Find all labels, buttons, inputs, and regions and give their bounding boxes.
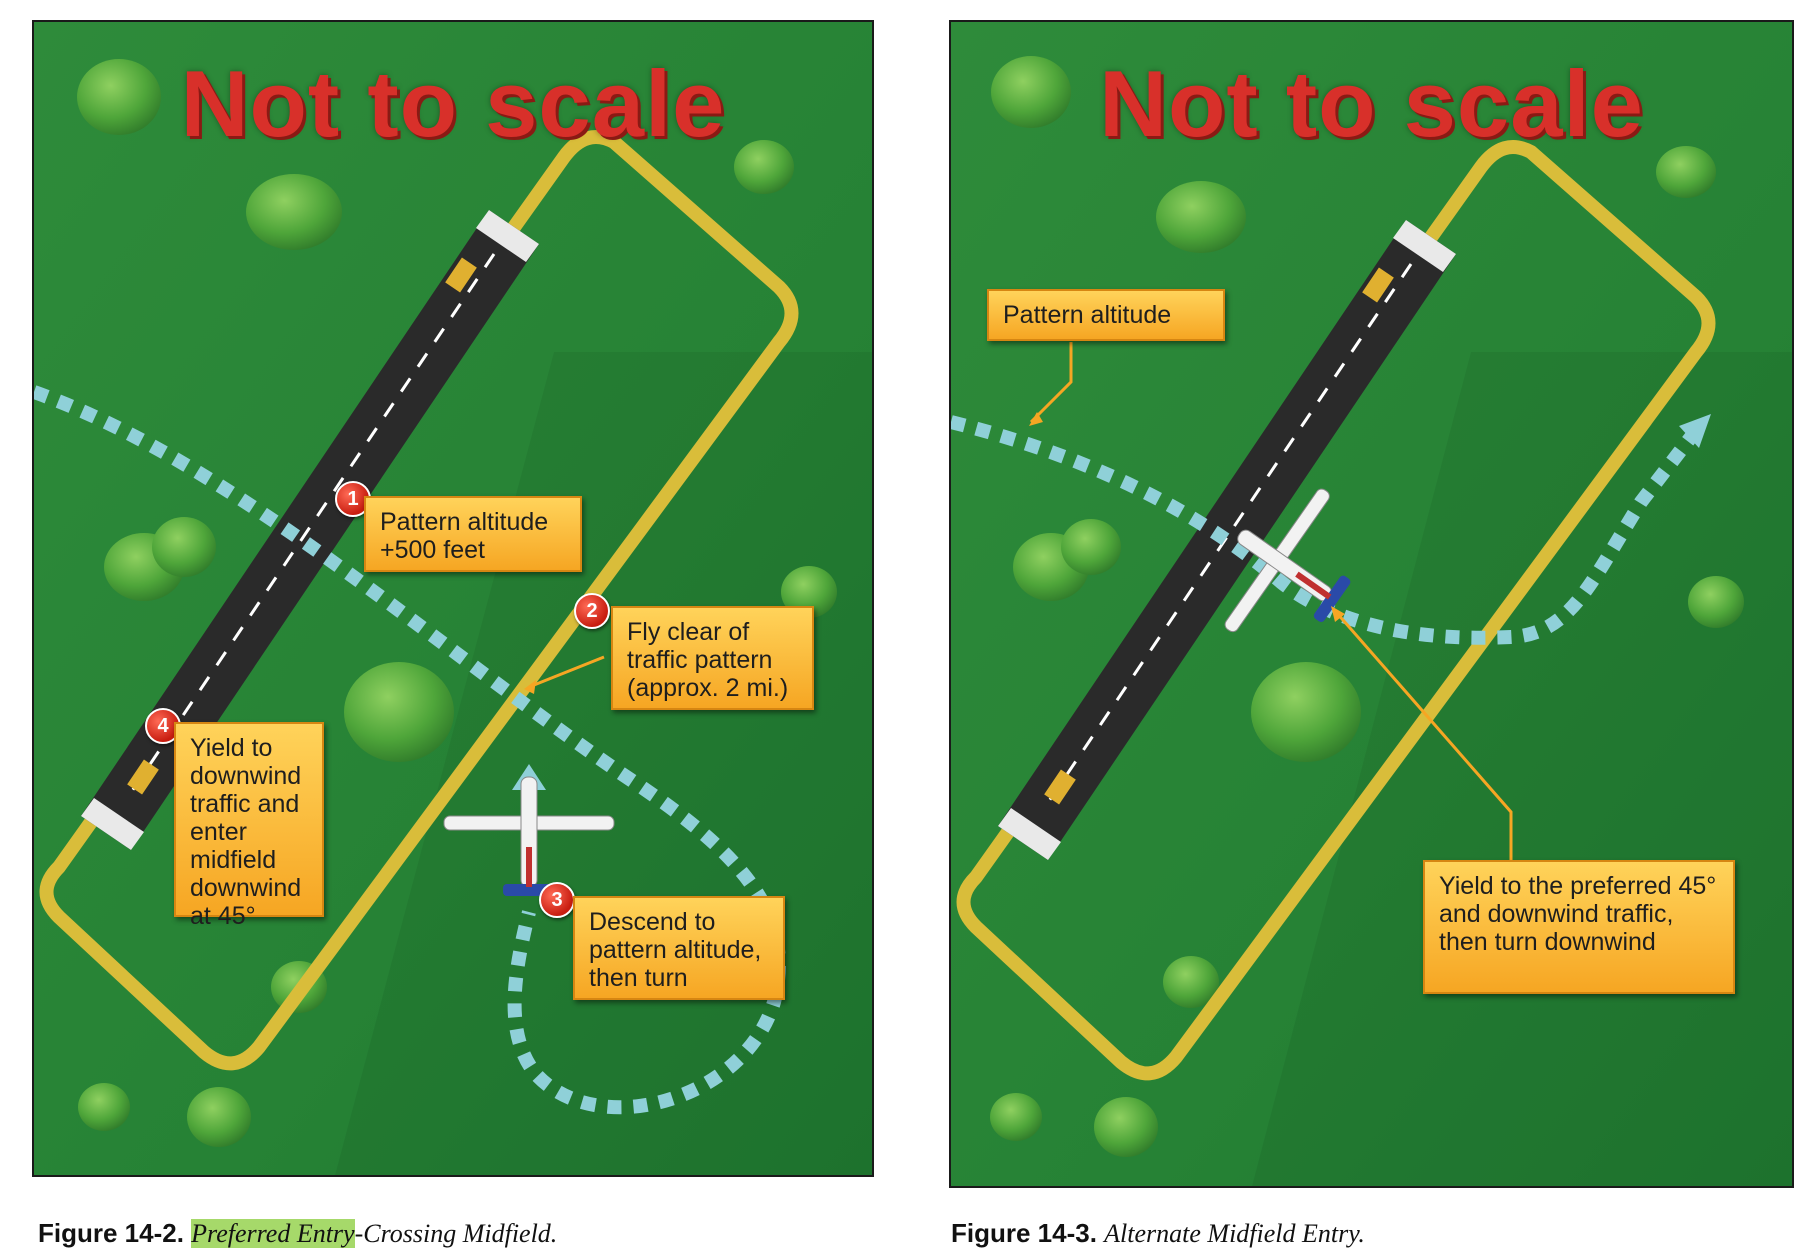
tree-icon xyxy=(990,56,1744,1157)
callout-pattern-altitude: Pattern altitude xyxy=(987,289,1225,341)
tree-icon xyxy=(77,59,837,1147)
leader-line xyxy=(528,655,605,689)
runway-icon xyxy=(998,220,1456,860)
diagram-alternate-entry: Not to scale Pattern altitude Yield to t… xyxy=(949,20,1794,1188)
not-to-scale-title: Not to scale xyxy=(180,51,726,156)
flight-path xyxy=(34,385,786,1115)
figure-number: Figure 14-3. xyxy=(951,1218,1097,1248)
figure-14-3-caption: Figure 14-3. Alternate Midfield Entry. xyxy=(951,1218,1365,1249)
traffic-pattern xyxy=(956,140,1716,1081)
leader-line xyxy=(1334,611,1513,862)
caption-text: -Crossing Midfield. xyxy=(354,1219,558,1248)
figure-14-2-caption: Figure 14-2. Preferred Entry-Crossing Mi… xyxy=(38,1218,557,1249)
flight-path xyxy=(951,415,1697,645)
not-to-scale-title: Not to scale xyxy=(1099,51,1644,156)
preferred-entry-scene xyxy=(34,22,872,1175)
callout-step-3: Descend to pattern altitude, then turn xyxy=(573,896,785,1000)
alternate-entry-scene xyxy=(951,22,1792,1186)
callout-yield-preferred: Yield to the preferred 45° and downwind … xyxy=(1423,860,1735,994)
airplane-icon xyxy=(443,776,615,896)
airplane-icon xyxy=(1224,488,1351,633)
figure-number: Figure 14-2. xyxy=(38,1218,184,1248)
caption-text: Alternate Midfield Entry. xyxy=(1104,1219,1365,1248)
callout-step-4: Yield to downwind traffic and enter midf… xyxy=(174,722,324,930)
runway-icon xyxy=(81,210,539,850)
arrow-icon xyxy=(1679,414,1711,448)
traffic-pattern xyxy=(39,130,799,1071)
diagram-preferred-entry: Not to scale 1 Pattern altitude +500 fee… xyxy=(32,20,874,1177)
step-2-badge: 2 xyxy=(574,593,610,629)
caption-highlight: Preferred Entry xyxy=(191,1219,355,1248)
callout-step-1: Pattern altitude +500 feet xyxy=(364,496,582,572)
step-3-badge: 3 xyxy=(539,882,575,918)
leader-line xyxy=(1029,342,1073,424)
callout-step-2: Fly clear of traffic pattern (approx. 2 … xyxy=(611,606,814,710)
